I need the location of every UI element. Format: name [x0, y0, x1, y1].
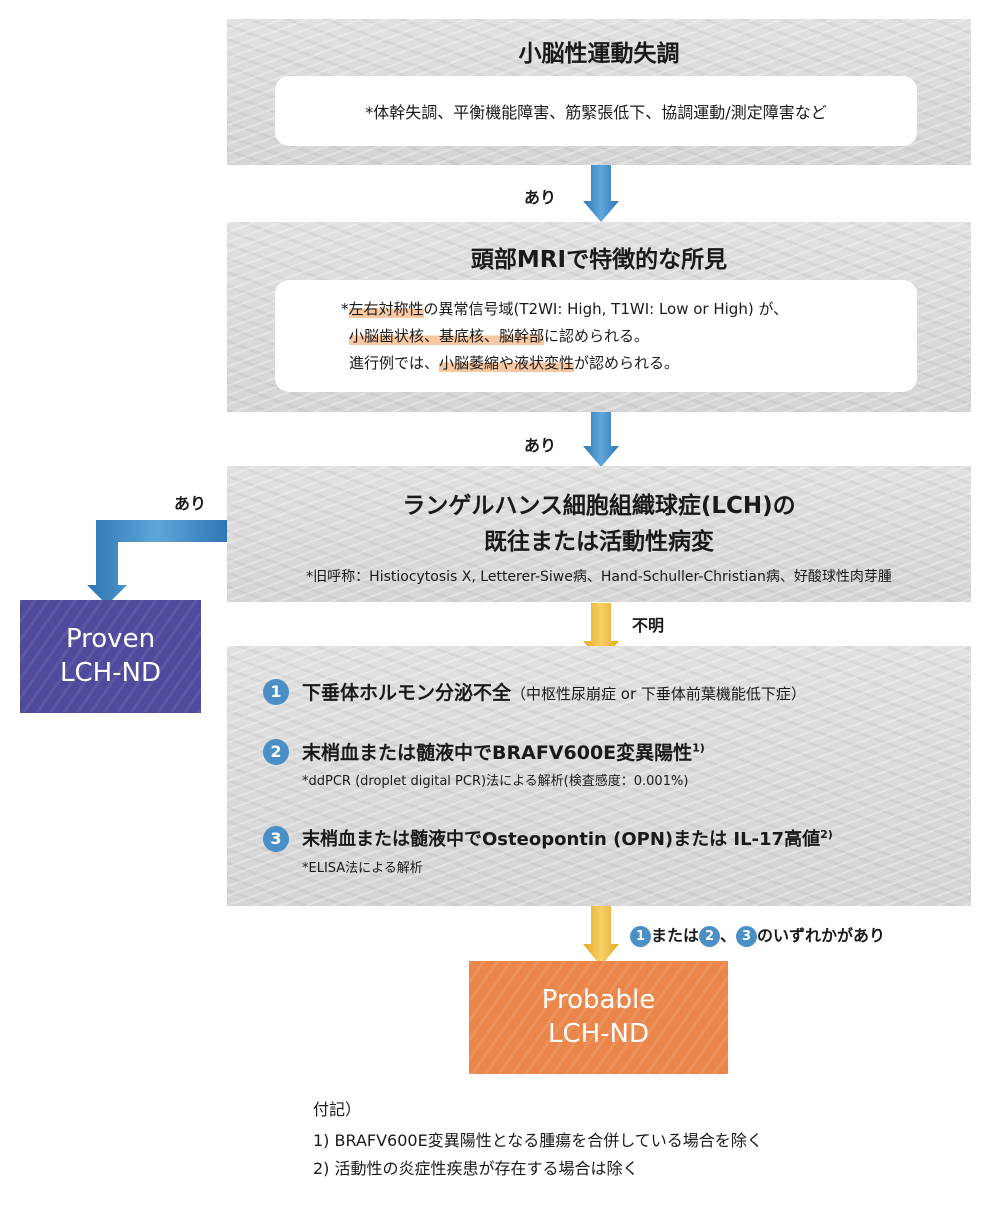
cerebellar-ataxia-detail-box: *体幹失調、平衡機能障害、筋緊張低下、協調運動/測定障害など — [275, 76, 917, 146]
left-arrow-label: あり — [174, 494, 207, 513]
lch-history-title-line2: 既往または活動性病変 — [484, 529, 714, 555]
highlight-atrophy: 小脳萎縮や液状変性 — [439, 354, 575, 372]
probable-line1: Probable — [541, 985, 656, 1015]
cerebellar-ataxia-title: 小脳性運動失調 — [518, 41, 680, 67]
footnote-2: 2) 活動性の炎症性疾患が存在する場合は除く — [313, 1159, 639, 1178]
mri-line-1: *左右対称性の異常信号域(T2WI: High, T1WI: Low or Hi… — [341, 300, 789, 318]
criterion-2: 末梢血または髄液中でBRAFV600E変異陽性1) — [302, 741, 705, 764]
mri-line-2: 小脳歯状核、基底核、脳幹部に認められる。 — [349, 327, 650, 345]
footnote-1: 1) BRAFV600E変異陽性となる腫瘍を合併している場合を除く — [313, 1131, 763, 1150]
cerebellar-ataxia-box: 小脳性運動失調 *体幹失調、平衡機能障害、筋緊張低下、協調運動/測定障害など — [227, 19, 971, 165]
arrow1-label: あり — [524, 188, 557, 207]
criterion-2-method: *ddPCR (droplet digital PCR)法による解析(検査感度：… — [302, 774, 689, 789]
footnote-title: 付記） — [313, 1100, 362, 1119]
lch-history-box: ランゲルハンス細胞組織球症(LCH)の 既往または活動性病変 *旧呼称：Hist… — [227, 466, 971, 602]
criterion-1-badge: 1 — [263, 679, 289, 705]
proven-line1: Proven — [65, 624, 156, 654]
down-arrow-condition — [583, 906, 619, 966]
probable-lch-nd-box: Probable LCH-ND — [469, 961, 728, 1074]
elbow-arrow-left — [87, 520, 227, 605]
proven-line2: LCH-ND — [59, 658, 162, 688]
mri-findings-title: 頭部MRIで特徴的な所見 — [470, 247, 728, 273]
criterion-2-badge: 2 — [263, 739, 289, 765]
cerebellar-ataxia-detail: *体幹失調、平衡機能障害、筋緊張低下、協調運動/測定障害など — [365, 103, 827, 122]
down-arrow-1 — [583, 165, 619, 222]
highlight-symmetric: 左右対称性 — [348, 300, 424, 318]
probable-line2: LCH-ND — [547, 1019, 650, 1049]
mri-findings-box: 頭部MRIで特徴的な所見 *左右対称性の異常信号域(T2WI: High, T1… — [227, 222, 971, 412]
mri-line-3: 進行例では、小脳萎縮や液状変性が認められる。 — [349, 354, 680, 372]
arrow2-label: あり — [524, 436, 557, 455]
lch-history-note: *旧呼称：Histiocytosis X, Letterer-Siwe病、Han… — [306, 569, 892, 585]
proven-lch-nd-box: Proven LCH-ND — [20, 600, 201, 713]
criterion-3-badge: 3 — [263, 826, 289, 852]
criterion-1: 下垂体ホルモン分泌不全（中枢性尿崩症 or 下垂体前葉機能低下症） — [302, 682, 806, 704]
criterion-3-method: *ELISA法による解析 — [302, 861, 423, 876]
criteria-box — [227, 646, 971, 906]
cond-badge-3: 3 — [736, 926, 758, 947]
cond-badge-2: 2 — [699, 926, 721, 947]
lch-history-title-line1: ランゲルハンス細胞組織球症(LCH)の — [402, 493, 796, 519]
criterion-3: 末梢血または髄液中でOsteopontin (OPN)または IL-17高値2) — [302, 828, 833, 850]
mri-findings-detail-box: *左右対称性の異常信号域(T2WI: High, T1WI: Low or Hi… — [275, 280, 917, 392]
down-arrow-2 — [583, 412, 619, 467]
highlight-locations: 小脳歯状核、基底核、脳幹部 — [349, 327, 545, 345]
unknown-label: 不明 — [632, 616, 665, 635]
cond-badge-1: 1 — [630, 926, 651, 947]
